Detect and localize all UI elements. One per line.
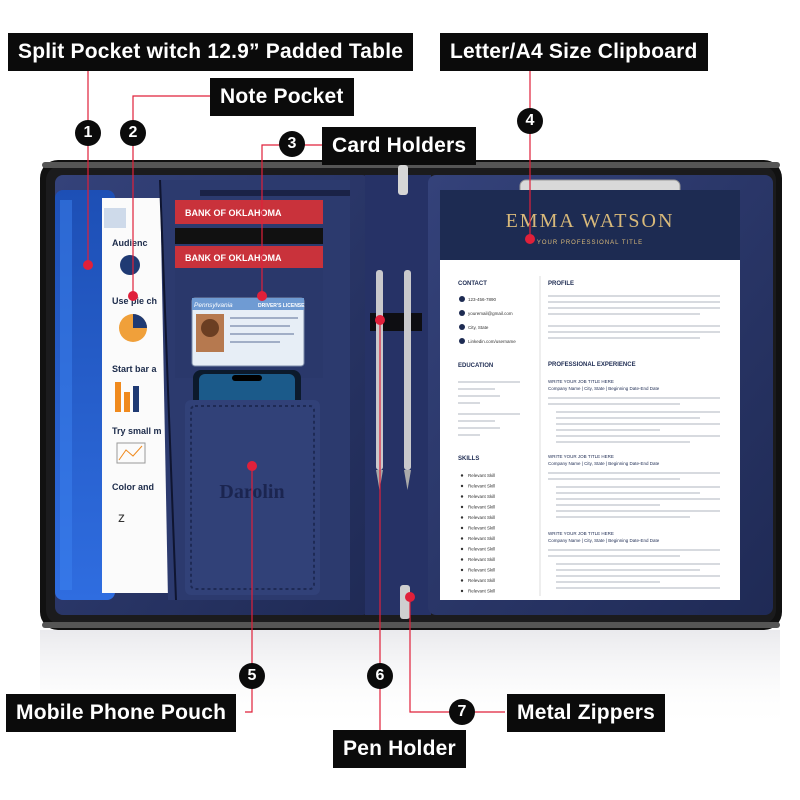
callout-number-2: 2 <box>120 120 146 146</box>
skill-item: Relevant Skill <box>468 578 495 583</box>
skill-bullet <box>460 537 464 540</box>
resume-subtitle: YOUR PROFESSIONAL TITLE <box>537 240 643 246</box>
resume-heading: PROFESSIONAL EXPERIENCE <box>548 362 636 368</box>
tablet-page-item: Start bar a <box>112 364 158 374</box>
callout-dot <box>128 291 138 301</box>
spine <box>365 175 431 615</box>
tablet-page-item: Audienc <box>112 238 148 248</box>
callout-number-5: 5 <box>239 663 265 689</box>
skill-item: Relevant Skill <box>468 515 495 520</box>
callout-number-1: 1 <box>75 120 101 146</box>
skill-bullet <box>460 474 464 477</box>
callout-dot <box>405 592 415 602</box>
contact-item: City, State <box>468 325 489 330</box>
resume-header <box>440 190 740 260</box>
zipper-pull <box>400 585 410 619</box>
skill-bullet <box>460 526 464 530</box>
skill-item: Relevant Skill <box>468 526 495 531</box>
skill-item: Relevant Skill <box>468 557 495 562</box>
skill-item: Relevant Skill <box>468 473 495 478</box>
skill-item: Relevant Skill <box>468 568 495 573</box>
callout-number-6: 6 <box>367 663 393 689</box>
card-label: BANK OF OKLAHOMA <box>185 253 282 263</box>
callout-dot <box>247 461 257 471</box>
callout-label-1: Split Pocket witch 12.9” Padded Table <box>8 33 414 71</box>
skill-bullet <box>460 495 464 498</box>
skill-bullet <box>460 558 464 561</box>
skill-item: Relevant Skill <box>468 484 495 489</box>
skill-item: Relevant Skill <box>468 589 495 594</box>
callout-label-5: Mobile Phone Pouch <box>6 694 237 732</box>
skill-bullet <box>460 568 464 572</box>
callout-label-2: Note Pocket <box>210 78 354 116</box>
contact-item: Linkedin.com/username <box>468 339 516 344</box>
resume-name: EMMA WATSON <box>506 210 675 232</box>
callout-number-3: 3 <box>279 131 305 157</box>
resume-heading: PROFILE <box>548 281 574 287</box>
job-meta: Company Name | City, State | Beginning D… <box>548 386 660 391</box>
skill-item: Relevant Skill <box>468 505 495 510</box>
tablet-page-items: Audienc Use pie ch Start bar a Try small… <box>112 238 162 492</box>
card-slot <box>175 246 323 268</box>
resume-heading: SKILLS <box>458 456 479 462</box>
callout-number-4: 4 <box>517 108 543 134</box>
callout-number-7: 7 <box>449 699 475 725</box>
callout-dot <box>525 234 535 244</box>
skill-bullet <box>460 547 464 551</box>
contact-item: youremail@gmail.com <box>468 311 513 316</box>
callout-label-6: Pen Holder <box>333 730 466 768</box>
callout-dot <box>83 260 93 270</box>
resume-heading: EDUCATION <box>458 363 493 369</box>
skill-item: Relevant Skill <box>468 547 495 552</box>
pen <box>404 270 411 470</box>
tablet-page-item: Color and <box>112 482 154 492</box>
callout-dot <box>375 315 385 325</box>
callout-label-7: Metal Zippers <box>507 694 665 732</box>
card-slot <box>175 200 323 224</box>
job-title: WRITE YOUR JOB TITLE HERE <box>548 379 614 384</box>
callout-label-4: Letter/A4 Size Clipboard <box>440 33 708 71</box>
license-state: Pennsylvania <box>194 302 233 309</box>
resume-heading: CONTACT <box>458 281 487 287</box>
job-meta: Company Name | City, State | Beginning D… <box>548 538 660 543</box>
license-title: DRIVER'S LICENSE <box>258 303 305 309</box>
skill-item: Relevant Skill <box>468 494 495 499</box>
job-title: WRITE YOUR JOB TITLE HERE <box>548 531 614 536</box>
tablet-page-item: Try small m <box>112 426 162 436</box>
skill-bullet <box>460 579 464 582</box>
job-meta: Company Name | City, State | Beginning D… <box>548 461 660 466</box>
skill-item: Relevant Skill <box>468 536 495 541</box>
tablet-page-item: Use pie ch <box>112 296 157 306</box>
skill-bullet <box>460 589 464 593</box>
svg-text:z: z <box>118 509 125 525</box>
skill-bullet <box>460 505 464 509</box>
callout-dot <box>257 291 267 301</box>
skill-bullet <box>460 484 464 488</box>
card-label: BANK OF OKLAHOMA <box>185 208 282 218</box>
callout-label-3: Card Holders <box>322 127 477 165</box>
skill-bullet <box>460 516 464 519</box>
contact-item: 123-456-7890 <box>468 297 497 302</box>
job-title: WRITE YOUR JOB TITLE HERE <box>548 454 614 459</box>
